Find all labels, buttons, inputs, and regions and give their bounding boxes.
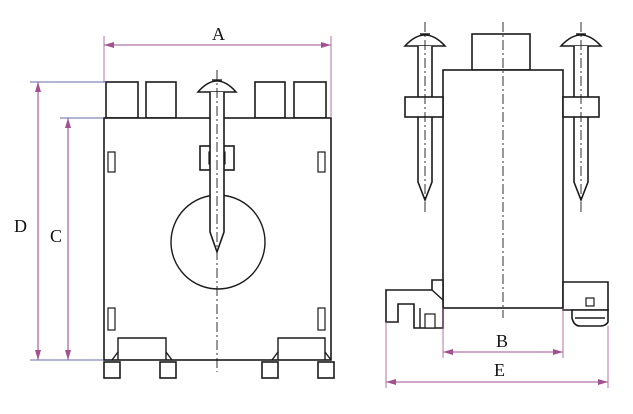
dimension-c: C xyxy=(50,118,71,360)
front-pin-3 xyxy=(261,361,279,379)
front-pin-1 xyxy=(103,361,121,379)
dimension-d: D xyxy=(14,82,41,360)
front-bottom-feet xyxy=(103,337,335,379)
front-view: A D C xyxy=(14,24,335,379)
front-terminal-3 xyxy=(254,81,286,119)
side-top-terminal xyxy=(471,33,531,71)
front-pin-4 xyxy=(317,361,335,379)
dimension-label-b: B xyxy=(496,331,508,351)
front-foot-left xyxy=(117,337,167,360)
front-slots xyxy=(107,151,326,331)
side-clip-right xyxy=(562,281,609,327)
front-screw-head xyxy=(196,80,238,93)
front-pin-2 xyxy=(159,361,177,379)
side-screw-left xyxy=(403,22,447,212)
slot-top-right xyxy=(317,151,326,173)
side-screw-left-bracket xyxy=(404,96,444,118)
side-clip-left xyxy=(385,279,444,329)
dimension-label-c: C xyxy=(50,226,62,246)
front-top-terminals xyxy=(105,81,327,119)
slot-top-left xyxy=(107,151,116,173)
dimension-a: A xyxy=(104,24,331,48)
dimension-e: E xyxy=(386,360,608,385)
dimension-b: B xyxy=(443,331,563,355)
front-terminal-1 xyxy=(105,81,139,119)
side-screw-left-shank xyxy=(417,46,433,203)
dimension-label-e: E xyxy=(494,360,505,380)
front-terminal-2 xyxy=(145,81,177,119)
slot-bottom-right xyxy=(317,307,326,331)
dimension-label-d: D xyxy=(14,216,27,236)
dimension-label-a: A xyxy=(212,24,225,44)
front-terminal-4 xyxy=(293,81,327,119)
side-screw-right xyxy=(559,22,603,212)
side-view: B E xyxy=(385,22,609,388)
slot-bottom-left xyxy=(107,307,116,331)
side-screw-right-shank xyxy=(573,46,589,203)
front-foot-right xyxy=(277,337,326,360)
